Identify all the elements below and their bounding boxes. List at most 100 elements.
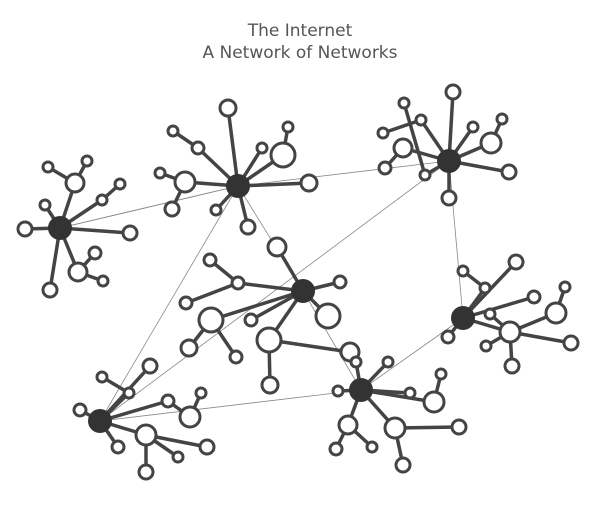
network-node [87,245,103,261]
network-node [243,312,259,328]
network-node [209,203,223,217]
network-node [153,166,167,180]
router-hub [226,174,250,198]
network-node [299,173,319,193]
network-node [349,355,363,369]
router-hub [349,378,373,402]
network-node [80,154,94,168]
node-connector [226,107,240,187]
router-hub [48,216,72,240]
node-connector [268,338,351,354]
network-node [332,274,348,290]
network-node [418,168,432,182]
network-node [434,367,448,381]
network-node [495,112,509,126]
diagram-title: The Internet [247,21,353,41]
network-node [96,274,110,288]
network-node [38,198,52,212]
network-node [383,416,407,440]
network-node [197,306,225,334]
backbone-link [99,389,362,422]
network-node [178,405,202,429]
network-node [67,261,89,283]
network-node [218,98,238,118]
network-node [269,141,297,169]
network-node [507,253,525,271]
network-node [134,423,158,447]
network-node [544,301,568,325]
network-node [239,218,257,236]
network-node [113,177,127,191]
network-node [392,137,414,159]
network-node [394,456,412,474]
network-node [121,224,139,242]
network-node [440,329,456,345]
network-node [171,450,185,464]
network-node [178,295,194,311]
network-node [194,386,208,400]
network-node [266,236,288,258]
network-node [558,280,572,294]
node-connector [210,289,304,322]
backbone-link [99,160,450,422]
network-node [397,96,411,110]
network-node [163,200,181,218]
network-node [137,463,155,481]
network-node [365,440,379,454]
network-node [202,252,218,268]
network-node [141,357,159,375]
network-node [255,326,283,354]
network-node [478,281,492,295]
network-node [444,83,462,101]
network-node [328,441,344,457]
network-node [95,193,109,207]
network-node [331,384,345,398]
network-node [376,126,390,140]
backbone-link [59,185,239,229]
network-node [500,163,518,181]
network-node [166,124,180,138]
network-node [260,375,280,395]
router-hub [88,409,112,433]
network-node [466,120,480,134]
network-node [41,160,55,174]
network-node [190,140,206,156]
node-connector [462,295,535,320]
network-node [41,281,59,299]
router-hub [437,149,461,173]
network-node [381,355,395,369]
network-node [526,289,542,305]
network-node [562,334,580,352]
network-node [440,189,458,207]
network-node [110,439,126,455]
network-node [403,386,417,400]
backbone-link [237,160,450,187]
node-connector [185,281,239,305]
network-node [160,393,176,409]
network-node [483,307,497,321]
network-node [377,160,393,176]
network-node [498,320,522,344]
network-node [255,141,269,155]
network-node [173,170,197,194]
network-node [337,414,359,436]
network-node [414,113,428,127]
network-node [228,349,244,365]
network-node [198,438,216,456]
network-node [179,338,199,358]
network-node [479,131,503,155]
backbone-link [448,160,464,319]
network-node [422,390,446,414]
network-node [314,302,342,330]
network-node [450,418,468,436]
network-node [122,386,136,400]
backbone-link [360,317,464,391]
backbone-link [302,290,362,391]
backbone-link [99,185,239,422]
network-node [64,172,86,194]
network-node [456,264,470,278]
network-node [95,370,109,384]
router-hub [291,279,315,303]
network-node [479,339,493,353]
